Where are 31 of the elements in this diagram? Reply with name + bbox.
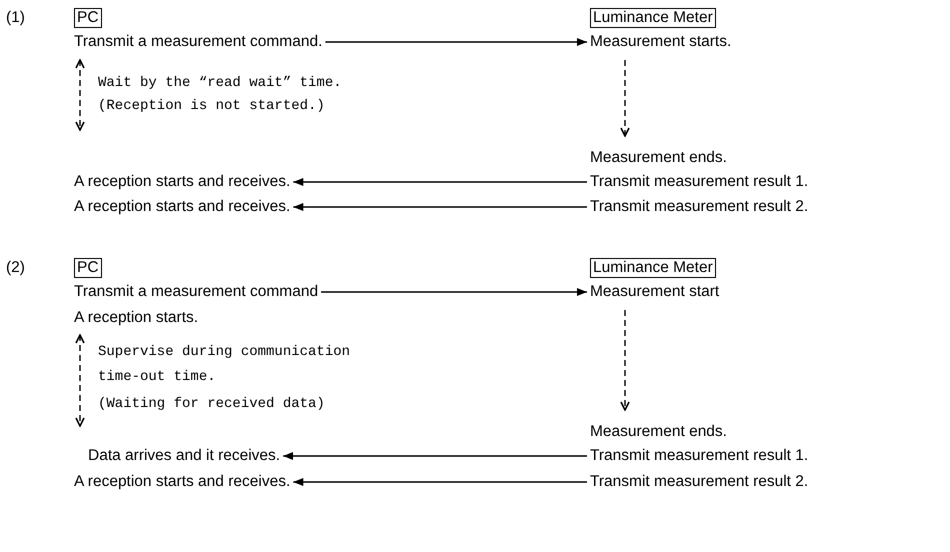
step-text: Transmit measurement result 2.	[590, 472, 808, 492]
arrow	[283, 452, 587, 460]
step-text: A reception starts and receives.	[74, 197, 290, 217]
step-text: Transmit a measurement command	[74, 282, 318, 302]
step-text: A reception starts and receives.	[74, 130, 290, 192]
step-text: Measurement start	[590, 282, 720, 310]
step-text: A reception starts.	[74, 308, 198, 335]
step-text: Transmit a measurement command.	[74, 32, 322, 60]
step-text: Measurement ends.	[590, 136, 727, 168]
step-text: Transmit measurement result 2.	[590, 197, 808, 217]
heading-box: PC	[74, 258, 102, 278]
heading-box: Luminance Meter	[590, 258, 716, 278]
arrow	[321, 288, 587, 296]
step-text: Transmit measurement result 1.	[590, 446, 808, 466]
arrow	[325, 38, 587, 46]
step-text: Transmit measurement result 1.	[590, 172, 808, 192]
heading-box: Luminance Meter	[590, 8, 716, 28]
heading-box: PC	[74, 8, 102, 28]
step-text: Measurement ends.	[590, 410, 727, 442]
step-text: A reception starts and receives.	[74, 472, 290, 492]
section-number: (1)	[6, 8, 25, 28]
arrow	[293, 203, 587, 211]
step-text: Data arrives and it receives.	[88, 426, 280, 466]
step-text: Measurement starts.	[590, 32, 732, 60]
arrow	[293, 178, 587, 186]
dashed-arrow	[75, 334, 85, 427]
dashed-arrow	[75, 59, 85, 131]
dashed-arrow	[620, 310, 630, 411]
section-number: (2)	[6, 258, 25, 278]
arrow	[293, 478, 587, 486]
dashed-arrow	[620, 60, 630, 137]
